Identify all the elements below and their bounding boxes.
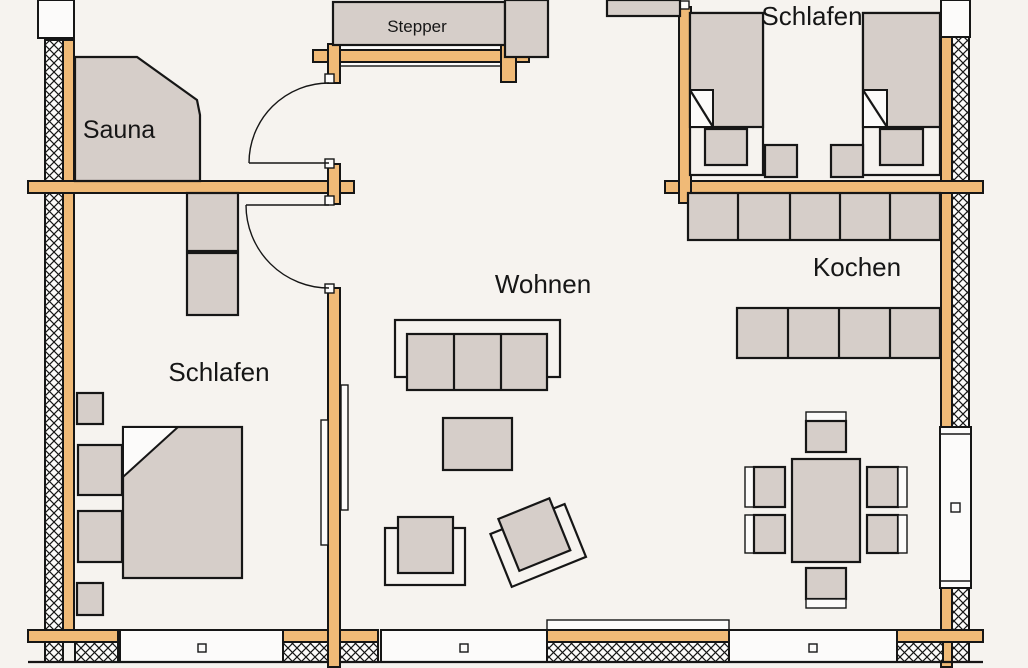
bottom-wall-timber-3	[546, 629, 730, 643]
pillow	[76, 509, 124, 564]
sauna-bench	[73, 55, 202, 183]
window-handle-mark	[950, 502, 961, 513]
sideboard-top	[605, 0, 682, 18]
nightstand	[75, 391, 105, 426]
wall-sauna-schlafen	[27, 180, 355, 194]
bottom-wall-insulation-1	[74, 641, 119, 663]
left-wall-timber	[62, 39, 75, 633]
room-labels: Sauna Stepper Schlafen Wohnen Kochen Sch…	[83, 1, 901, 387]
wall-end-cap	[679, 0, 690, 10]
bottom-wall-timber-4	[896, 629, 984, 643]
armchair-cushion	[396, 515, 455, 575]
right-wall-insulation-lower	[951, 587, 970, 663]
dining-chair-bottom	[804, 566, 848, 609]
room-label-wohnen: Wohnen	[495, 269, 591, 299]
right-wall-timber-upper	[940, 36, 953, 428]
bottom-wall-timber-1	[27, 629, 119, 643]
dining-chair-right-1	[865, 465, 908, 509]
sofa	[393, 318, 562, 392]
furniture	[73, 0, 942, 617]
bottom-wall	[27, 619, 984, 664]
single-bed-left	[688, 11, 765, 177]
nightstand	[75, 581, 105, 617]
coffee-table	[441, 416, 514, 472]
pillow	[878, 127, 925, 167]
blanket-fold	[122, 426, 181, 480]
wall-panel-left	[320, 419, 329, 546]
sofa-cushions	[405, 332, 549, 392]
interior-wall-segment-3	[327, 287, 341, 668]
room-label-schlafen-top: Schlafen	[761, 1, 862, 31]
armchair-2	[488, 496, 588, 589]
dining-chair-right-2	[865, 513, 908, 555]
room-label-stepper: Stepper	[387, 17, 447, 36]
door-stop	[324, 73, 335, 84]
door-stop	[324, 195, 335, 206]
pillow	[703, 127, 749, 167]
window-handle-mark	[197, 643, 207, 653]
dining-chair-top	[804, 411, 848, 454]
schlafen-door	[245, 204, 330, 289]
single-bed-right	[861, 11, 942, 177]
dining-table	[790, 457, 862, 564]
dining-chair-left-2	[744, 513, 787, 555]
window-handle-mark	[808, 643, 818, 653]
top-wall-beam	[312, 49, 530, 63]
right-wall-timber-lower	[940, 587, 953, 668]
right-wall-insulation-upper	[951, 36, 970, 428]
nightstand	[829, 143, 865, 179]
fitness-equipment	[503, 0, 550, 59]
wall-panel-right	[340, 384, 349, 511]
doors	[245, 82, 330, 289]
window-handle-mark	[459, 643, 469, 653]
kitchen-cabinets	[686, 191, 942, 242]
dining-set	[744, 411, 908, 609]
pillow	[76, 443, 124, 497]
armchair-1	[383, 515, 467, 587]
fold-line	[689, 89, 714, 128]
interior-walls	[27, 0, 984, 668]
dining-chair-left-1	[744, 465, 787, 509]
room-label-schlafen-bottom: Schlafen	[168, 357, 269, 387]
kitchen-island	[735, 306, 942, 360]
left-wall-insulation	[44, 39, 64, 663]
wardrobe-upper	[185, 191, 240, 253]
armchair-cushion	[496, 496, 572, 573]
window-top-left	[37, 0, 75, 39]
room-label-kochen: Kochen	[813, 252, 901, 282]
fold-line	[862, 89, 888, 128]
room-label-sauna: Sauna	[83, 116, 155, 144]
window-top-right	[940, 0, 971, 38]
sauna-door	[248, 82, 330, 164]
double-bed	[75, 391, 244, 617]
bottom-wall-insulation-4	[896, 641, 944, 663]
nightstand	[763, 143, 799, 179]
wardrobe-lower	[185, 251, 240, 317]
wall-schlafen-kochen	[664, 180, 984, 194]
exterior-walls	[37, 0, 972, 668]
kitchen-counter	[686, 191, 942, 242]
bottom-wall-insulation-3	[546, 641, 730, 663]
